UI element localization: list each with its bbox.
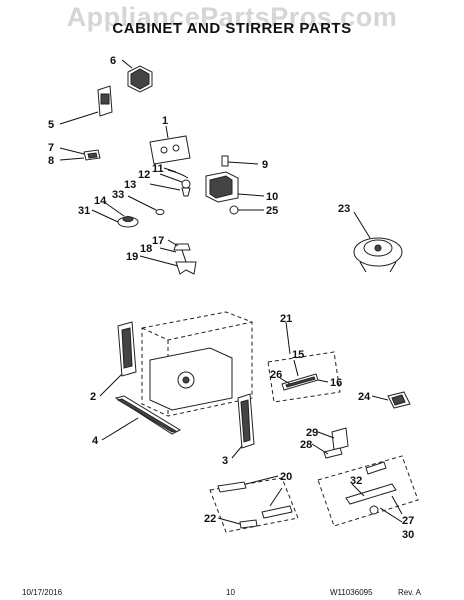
- callout: 24: [358, 391, 371, 403]
- watermark-text: AppliancePartsPros.com: [66, 2, 398, 32]
- part-33: [127, 195, 165, 215]
- callout: 12: [138, 169, 150, 181]
- callout: 19: [126, 251, 138, 263]
- callout: 26: [270, 369, 282, 381]
- part-25: [229, 205, 264, 215]
- callout: 3: [222, 455, 228, 467]
- cabinet: [141, 311, 253, 417]
- callout: 18: [140, 243, 152, 255]
- footer-doc-number: W11036095: [330, 588, 373, 597]
- callout: 21: [280, 313, 292, 325]
- callout: 23: [338, 203, 350, 215]
- part-21-rail: [267, 321, 341, 403]
- part-1: [149, 125, 191, 165]
- callout: 32: [350, 475, 362, 487]
- footer-date: 10/17/2016: [22, 588, 63, 597]
- callout: 20: [280, 471, 292, 483]
- callout: 29: [306, 427, 318, 439]
- part-23: [353, 211, 403, 273]
- page-title: CABINET AND STIRRER PARTS: [112, 20, 352, 37]
- part-4: [101, 395, 182, 441]
- callout: 17: [152, 235, 164, 247]
- callout: 8: [48, 155, 54, 167]
- callout: 6: [110, 55, 116, 67]
- part-5: [59, 85, 113, 125]
- part-7-8: [59, 147, 101, 161]
- part-24: [371, 391, 411, 409]
- callout: 5: [48, 119, 54, 131]
- callout: 1: [162, 115, 168, 127]
- callout: 31: [78, 205, 90, 217]
- callout: 30: [402, 529, 414, 541]
- part-20-22: [209, 475, 299, 533]
- callout: 16: [330, 377, 342, 389]
- part-10: [205, 171, 265, 203]
- callout: 28: [300, 439, 312, 451]
- callout: 7: [48, 142, 54, 154]
- part-11-12-13: [149, 167, 191, 197]
- callout: 27: [402, 515, 414, 527]
- part-3: [231, 393, 255, 459]
- callout: 4: [92, 435, 99, 447]
- part-6: [121, 59, 153, 93]
- callout: 2: [90, 391, 96, 403]
- footer-page-number: 10: [226, 588, 235, 597]
- callout: 13: [124, 179, 136, 191]
- part-29-28: [311, 427, 349, 459]
- callout: 14: [94, 195, 107, 207]
- part-9: [221, 155, 259, 167]
- callout-labels: 6 5 1 7 8 11 12 9 13 33 10 14 25 31 23 1…: [48, 55, 414, 541]
- part-14-31: [91, 201, 139, 228]
- callout: 10: [266, 191, 278, 203]
- callout: 15: [292, 349, 304, 361]
- part-2: [99, 321, 137, 397]
- callout: 22: [204, 513, 216, 525]
- callout: 25: [266, 205, 278, 217]
- callout: 11: [152, 163, 164, 175]
- part-17-18-19: [139, 239, 197, 275]
- callout: 33: [112, 189, 124, 201]
- part-32-27-30: [317, 455, 419, 527]
- footer-revision: Rev. A: [398, 588, 421, 597]
- callout: 9: [262, 159, 268, 171]
